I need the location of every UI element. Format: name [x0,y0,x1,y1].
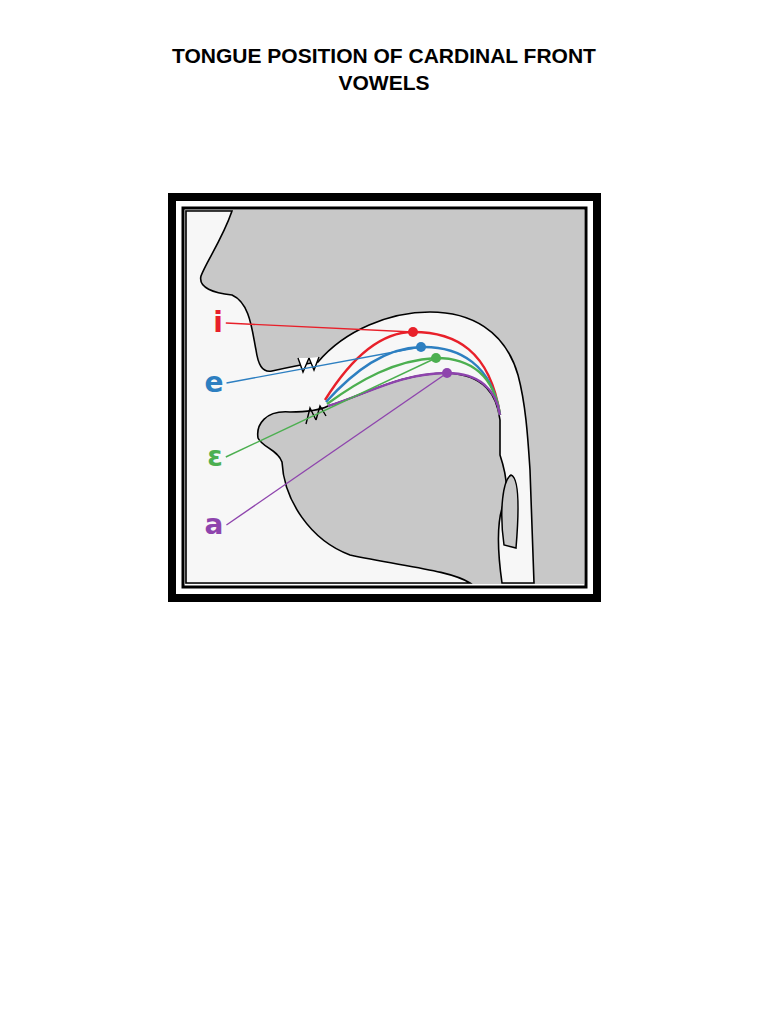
tongue-curve [326,347,500,415]
diagram-title: TONGUE POSITION OF CARDINAL FRONT VOWELS [139,42,629,96]
vowel-label: ɛ [207,441,223,473]
frame-inner [183,208,586,587]
tongue-curve [325,332,500,415]
tongue-height-dot [408,327,418,337]
leader-line [226,323,413,332]
frame-gap [176,201,593,594]
frame-outer [168,193,601,602]
leader-line [227,347,422,383]
epiglottis [502,475,518,548]
leader-line [226,373,447,525]
tongue-height-dot [431,353,441,363]
tongue-curve [327,358,500,415]
vowel-label: e [205,367,224,399]
air-and-cavity [186,211,534,583]
leader-line [226,358,436,457]
head-fill [185,210,584,584]
vowel-label: i [213,307,223,339]
tongue-height-dot [416,342,426,352]
vowel-label: a [205,509,224,541]
tongue-height-dot [442,368,452,378]
tongue-curve [328,373,500,415]
